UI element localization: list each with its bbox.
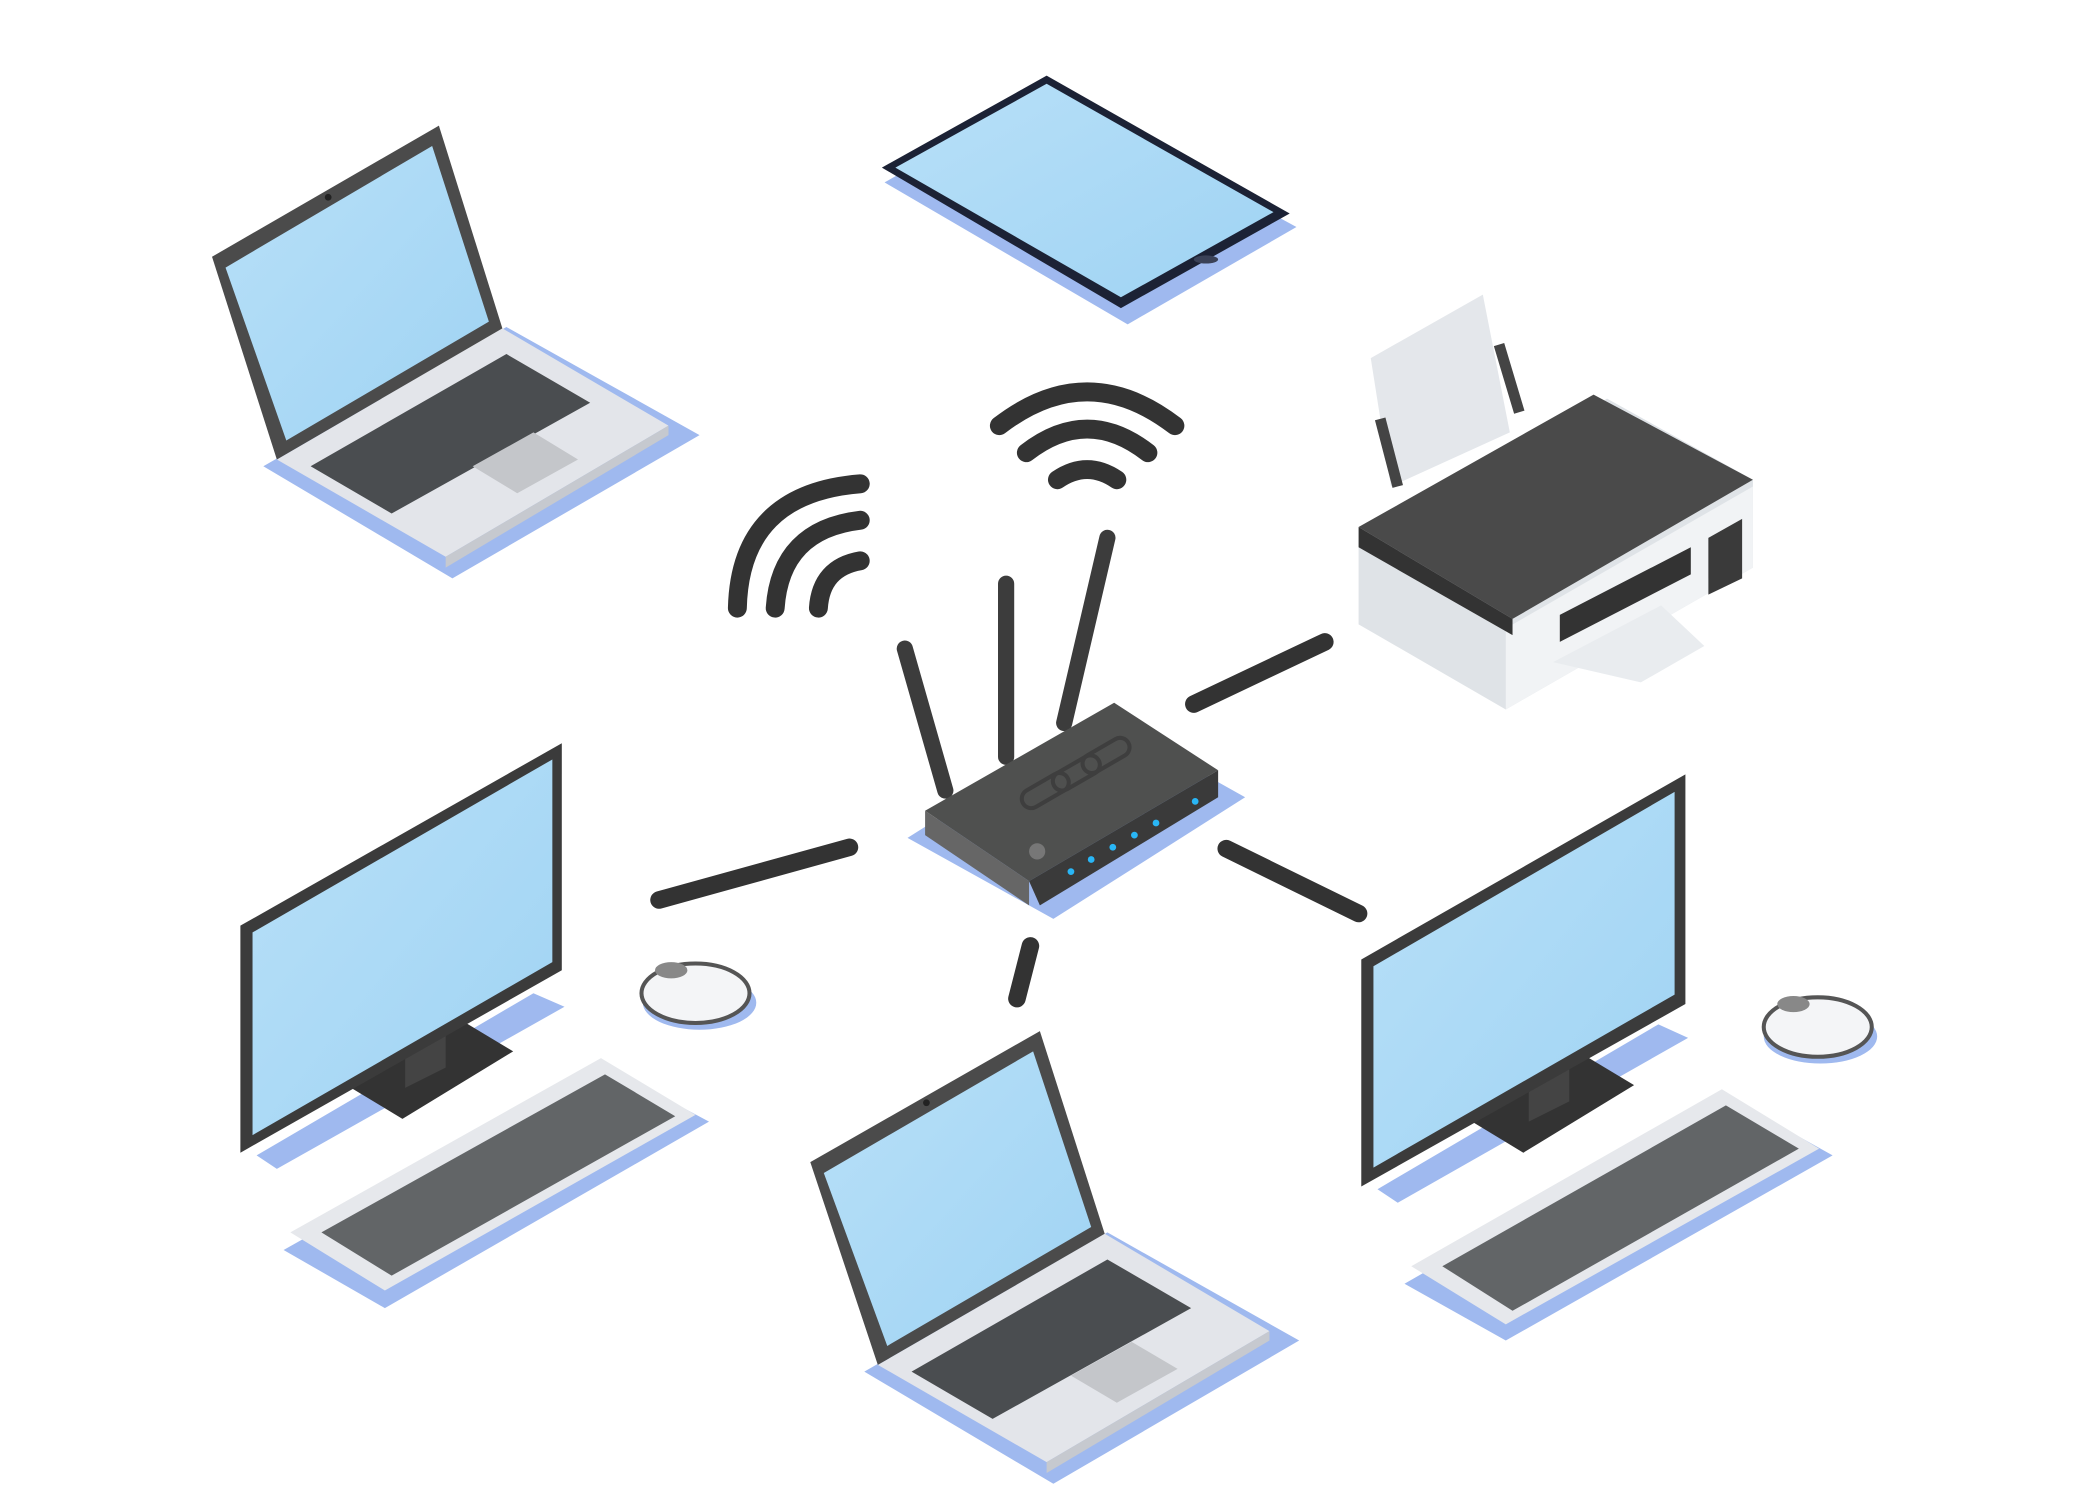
keyboard-icon xyxy=(283,1058,710,1309)
desktop-computer-icon xyxy=(1361,774,1878,1341)
keyboard-icon xyxy=(1404,1089,1833,1341)
power-button-icon xyxy=(1029,843,1046,860)
laptop-icon xyxy=(810,1031,1300,1484)
desktop-computer-icon xyxy=(240,743,757,1309)
laptop-icon xyxy=(212,125,700,579)
wifi-signal-icon xyxy=(727,474,870,618)
tablet-icon xyxy=(881,75,1297,325)
router-status-leds xyxy=(1067,797,1199,875)
mouse-icon xyxy=(1761,995,1878,1064)
link-laptop-bottom xyxy=(1008,937,1040,1008)
wifi-signal-icon xyxy=(989,382,1185,490)
mouse-icon xyxy=(639,961,757,1030)
link-desktop-left xyxy=(650,838,859,909)
network-links xyxy=(650,633,1368,1008)
link-desktop-right xyxy=(1217,839,1368,923)
link-printer xyxy=(1185,633,1334,713)
printer-icon xyxy=(1358,294,1753,710)
router-icon xyxy=(896,529,1246,919)
